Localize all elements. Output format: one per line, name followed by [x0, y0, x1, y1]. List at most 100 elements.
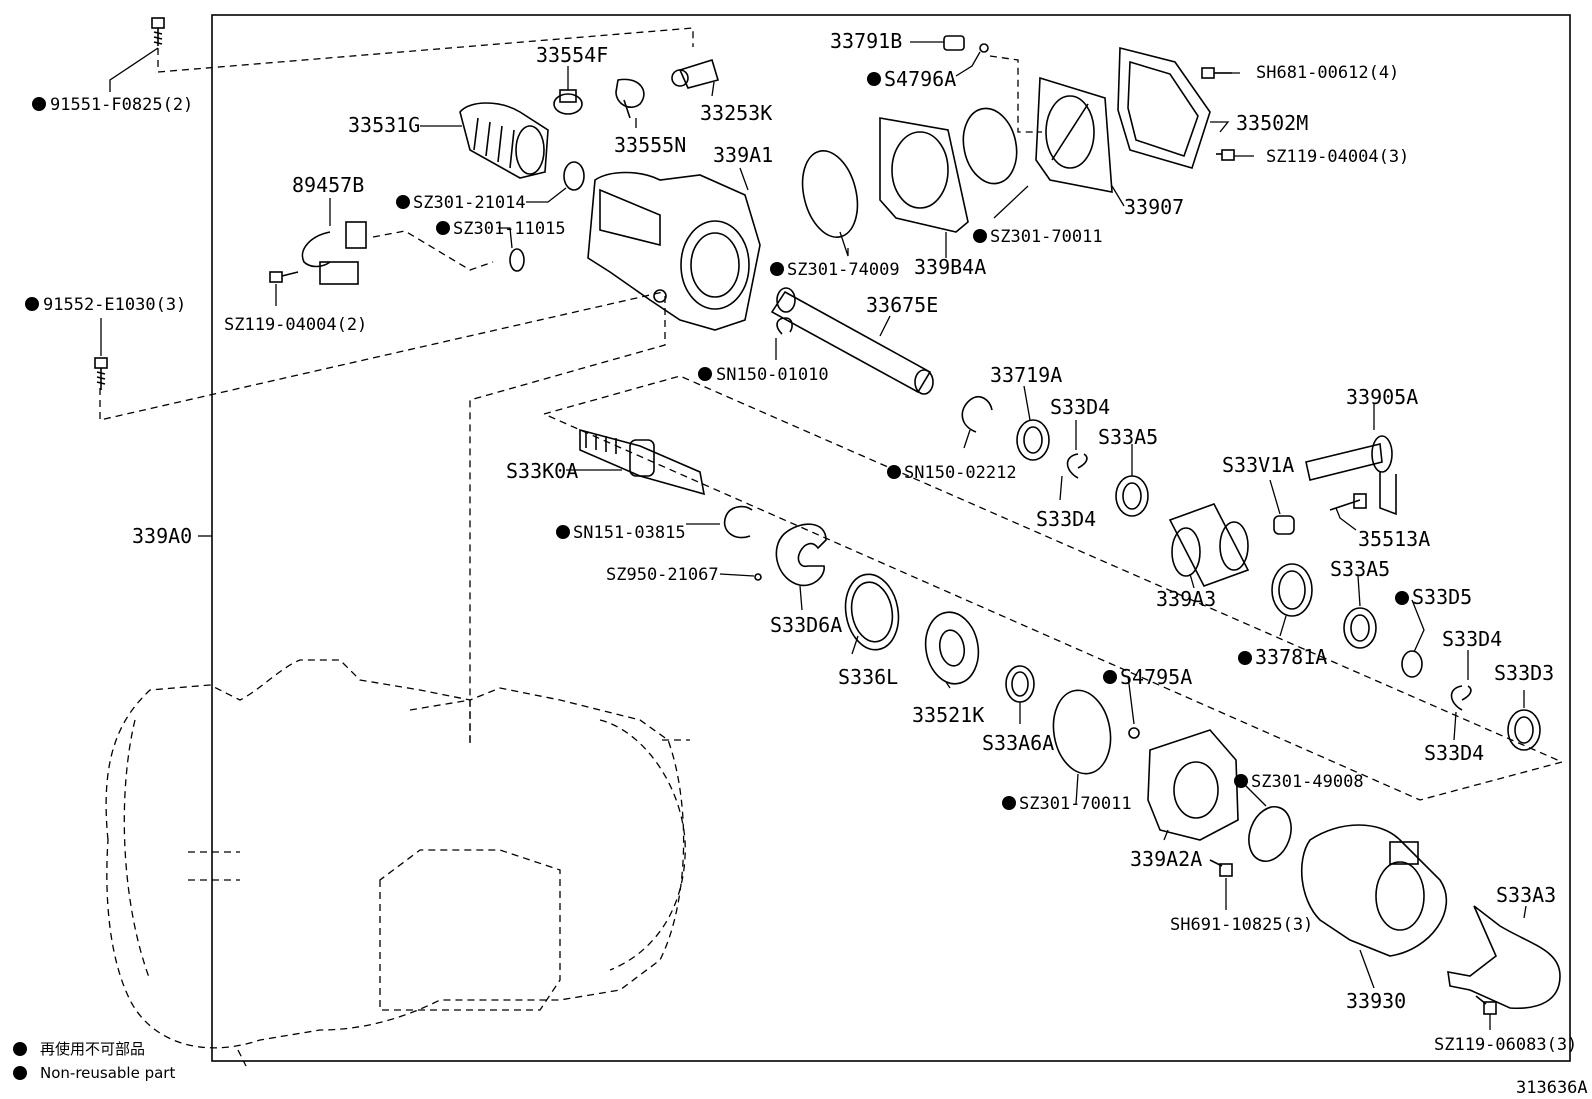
- part-label: 33521K: [912, 703, 984, 727]
- part-label: 33930: [1346, 989, 1406, 1013]
- part-label: SH681-00612(4): [1256, 63, 1399, 83]
- plate-33907-drawing: [1035, 76, 1113, 193]
- sleeve-339A3-drawing: [1168, 503, 1250, 587]
- part-labels: 339A0 91551-F0825(2) 91552-E1030(3) 3355…: [43, 29, 1577, 1055]
- part-label: SZ950-21067: [606, 565, 719, 585]
- bolt-sz119-04004-2-drawing: [269, 271, 299, 283]
- oring-sz301-70011-lower-drawing: [1052, 689, 1112, 775]
- part-label: S33D6A: [770, 613, 842, 637]
- bolt-91552-drawing: [94, 357, 108, 390]
- part-label: S33D5: [1412, 585, 1472, 609]
- lever-33905A-drawing: [1305, 435, 1397, 516]
- ring-33719A-drawing: [1016, 419, 1050, 461]
- part-label: S33V1A: [1222, 453, 1294, 477]
- part-label: SZ301-70011: [990, 227, 1103, 247]
- bolt-91551-drawing: [151, 17, 165, 46]
- part-label: S33A5: [1330, 557, 1390, 581]
- non-reusable-markers: [13, 72, 1409, 1080]
- clip-S33D4-lower-drawing: [1450, 685, 1472, 711]
- part-label: S33D4: [1050, 395, 1110, 419]
- part-label: 339A1: [713, 143, 773, 167]
- part-label: 33719A: [990, 363, 1062, 387]
- legend-en-text: Non-reusable part: [40, 1064, 175, 1082]
- cover-33502M-drawing: [1117, 46, 1211, 169]
- ring-33781A-drawing: [1271, 563, 1313, 617]
- part-label: 33675E: [866, 293, 938, 317]
- part-label: 339A2A: [1130, 847, 1202, 871]
- part-label: SN150-01010: [716, 365, 829, 385]
- shaft-33675E-drawing: [770, 287, 934, 395]
- part-label: SZ119-06083(3): [1434, 1035, 1577, 1055]
- snapring-SN151-03815-drawing: [723, 505, 753, 539]
- ring-S4796A-drawing: [979, 43, 989, 53]
- housing-339A2A-drawing: [1147, 729, 1239, 841]
- actuator-33930-drawing: [1300, 824, 1448, 957]
- oring-sz301-74009-drawing: [801, 150, 859, 238]
- plug-33554F-drawing: [553, 89, 583, 115]
- part-label: S4795A: [1120, 665, 1192, 689]
- part-label: 339A3: [1156, 587, 1216, 611]
- part-label: 91552-E1030(3): [43, 295, 186, 315]
- part-label: SZ119-04004(3): [1266, 147, 1409, 167]
- shaft-S33K0A-drawing: [579, 428, 706, 496]
- label-assembly: 339A0: [132, 524, 192, 548]
- snapring-SN150-01010-drawing: [776, 317, 793, 335]
- ring-S33D3-drawing: [1507, 709, 1541, 751]
- part-label: S33K0A: [506, 459, 578, 483]
- part-label: 91551-F0825(2): [50, 95, 193, 115]
- legend-jp-text: 再使用不可部品: [40, 1040, 145, 1058]
- oring-sz301-11015-drawing: [509, 248, 525, 272]
- ring-S33A5-upper-drawing: [1115, 475, 1149, 517]
- part-label: 35513A: [1358, 527, 1430, 551]
- part-label: S33D3: [1494, 661, 1554, 685]
- oring-sz301-70011-upper-drawing: [962, 107, 1018, 185]
- part-label: S4796A: [884, 67, 956, 91]
- pin-S33V1A-drawing: [1273, 515, 1295, 535]
- part-label: 33531G: [348, 113, 420, 137]
- assembly-frame: [211, 14, 1571, 1062]
- ring-S4795A-drawing: [1128, 727, 1140, 739]
- ball-SZ950-21067-drawing: [754, 573, 762, 581]
- part-drawings: [94, 17, 1561, 1015]
- cover-S33A3-drawing: [1447, 905, 1561, 1010]
- part-label: S336L: [838, 665, 898, 689]
- part-label: SN150-02212: [904, 463, 1017, 483]
- ring-S33A6A-drawing: [1005, 665, 1035, 703]
- bolt-SZ119-06083-drawing: [1475, 995, 1497, 1015]
- legend: 再使用不可部品 Non-reusable part: [40, 1040, 175, 1082]
- bolt-SZ119-04004-3-drawing: [1216, 149, 1235, 161]
- part-label: 33253K: [700, 101, 772, 125]
- part-label: 33907: [1124, 195, 1184, 219]
- part-label: SZ301-21014: [413, 193, 526, 213]
- part-label: SZ301-74009: [787, 260, 900, 280]
- part-label: S33A6A: [982, 731, 1054, 755]
- part-label: SZ301-49008: [1251, 772, 1364, 792]
- part-label: 33791B: [830, 29, 902, 53]
- part-label: S33D4: [1036, 507, 1096, 531]
- part-label: 33502M: [1236, 111, 1308, 135]
- ring-S336L-drawing: [844, 573, 900, 651]
- bolt-35513A-drawing: [1329, 493, 1367, 511]
- sensor-89457B-drawing: [301, 221, 367, 285]
- part-33555N-drawing: [615, 78, 645, 119]
- oring-sz301-21014-drawing: [563, 161, 585, 191]
- part-label: 33905A: [1346, 385, 1418, 409]
- bolt-SH691-drawing: [1209, 859, 1233, 877]
- part-label: 33781A: [1255, 645, 1327, 669]
- part-label: S33D4: [1424, 741, 1484, 765]
- part-label: SH691-10825(3): [1170, 915, 1313, 935]
- ring-S33D5-drawing: [1401, 650, 1423, 678]
- part-label: 33554F: [536, 43, 608, 67]
- part-label: SZ301-70011: [1019, 794, 1132, 814]
- leader-lines: [100, 41, 1527, 1030]
- washer-S33D6A-drawing: [775, 523, 827, 587]
- plug-33791B-drawing: [943, 35, 965, 51]
- part-label: 33555N: [614, 133, 686, 157]
- boot-33531G-drawing: [459, 102, 549, 179]
- bearing-33521K-drawing: [924, 611, 980, 685]
- part-label: 339B4A: [914, 255, 986, 279]
- part-label: 89457B: [292, 173, 364, 197]
- part-33253K-drawing: [671, 58, 720, 89]
- figure-code: 313636A: [1516, 1078, 1588, 1098]
